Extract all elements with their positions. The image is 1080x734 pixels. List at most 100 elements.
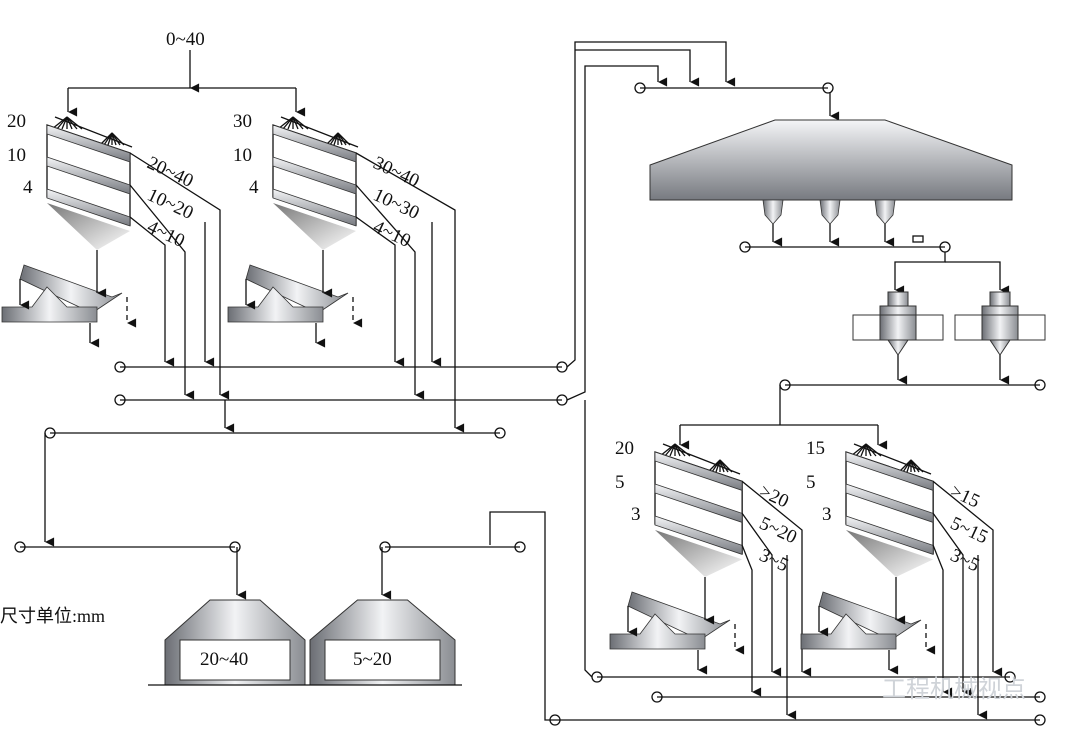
conveyor-pulley [1034,379,1046,391]
vibrating-screen [609,443,743,650]
watermark: 工程机械视点 [882,675,1026,703]
screen-deck [845,483,934,523]
spray-pipe [853,443,932,475]
return-line [566,41,736,368]
deck-aperture-label: 3 [631,504,641,525]
magnet-icon [912,235,924,243]
screen-deck [654,483,743,523]
sand-maker-outlet [989,339,1011,356]
return-line [584,400,593,678]
screen-deck [272,124,357,163]
screen-output-line [932,480,1003,677]
screen-output-line [355,216,405,367]
sand-maker [852,291,944,356]
sand-maker-body [879,305,917,341]
screen-output-line [741,480,812,677]
output-size-label: 4~10 [370,216,414,251]
cone-crusher [649,119,1013,201]
stockpile-label-2: 5~20 [353,649,392,670]
spray-nozzle-icon [56,116,68,130]
conveyor-pulley [651,691,663,703]
conveyor-pulley [1004,671,1016,683]
spray-pipe [54,116,133,148]
vibrating-screen [1,116,133,323]
sand-washer [1,286,98,323]
screen-deck [845,451,934,491]
return-line [489,511,555,721]
screen-deck [46,188,131,227]
vibrating-screen [800,443,934,650]
screen-deck [46,124,131,163]
stockpile-bin [179,639,291,681]
return-line [566,65,668,401]
spray-pipe [662,443,741,475]
feed-size-label: 0~40 [166,29,205,50]
deck-aperture-label: 30 [233,111,252,132]
conveyor-pulley [739,241,751,253]
deck-aperture-label: 15 [806,438,825,459]
spray-nozzle-icon [287,116,294,130]
screen-output-line [355,152,465,433]
deck-aperture-label: 5 [615,472,625,493]
stockpile-bin [324,639,441,681]
spray-nozzle-icon [855,443,867,457]
conveyor-pulley [514,541,526,553]
screen-deck [654,515,743,555]
crusher-outlet [874,199,896,225]
conveyor-pulley [822,82,834,94]
conveyor-pulley [379,541,391,553]
deck-aperture-label: 10 [233,145,252,166]
sand-maker-top [887,291,909,307]
screen-output-line [932,513,973,697]
deck-aperture-label: 4 [23,177,33,198]
screen-hopper [273,203,356,250]
sand-maker [954,291,1046,356]
spray-nozzle-icon [860,443,867,457]
spray-nozzle-icon [669,443,676,457]
conveyor-pulley [114,394,126,406]
screen-deck [654,451,743,491]
screen-hopper [846,530,934,577]
return-line [575,49,700,87]
sand-washer [609,613,706,650]
screen-output-line [355,184,425,400]
conveyor-pulley [1034,714,1046,726]
screen-output-line [741,513,782,677]
deck-aperture-label: 20 [7,111,26,132]
sand-maker-top [989,291,1011,307]
sand-maker-body [981,305,1019,341]
conveyor-pulley [549,714,561,726]
conveyor-pulley [229,541,241,553]
flow-line [894,252,946,295]
crusher-outlet [819,199,841,225]
flow-line [945,261,1010,295]
spray-nozzle-icon [61,116,68,130]
output-size-label: 3~5 [756,545,791,576]
screen-deck [272,188,357,227]
deck-aperture-label: 20 [615,438,634,459]
conveyor-pulley [634,82,646,94]
conveyor-pulley [1034,691,1046,703]
screen-hopper [655,530,743,577]
screen-output-line [129,216,175,367]
spray-nozzle-icon [282,116,294,130]
deck-aperture-label: 5 [806,472,816,493]
screen-output-line [932,545,953,697]
stockpile-label-1: 20~40 [200,649,248,670]
screen-output-line [129,152,230,400]
output-size-label: 4~10 [144,216,188,251]
screen-output-line [129,184,195,400]
conveyor-pulley [494,427,506,439]
deck-aperture-label: 10 [7,145,26,166]
output-size-label: 3~5 [947,545,982,576]
output-size-label: >20 [756,481,792,513]
vibrating-screen [227,116,359,323]
crusher-outlet [762,199,784,225]
screen-deck [845,515,934,555]
sand-washer [227,286,324,323]
conveyor-pulley [114,361,126,373]
screen-deck [46,156,131,195]
deck-aperture-label: 3 [822,504,832,525]
